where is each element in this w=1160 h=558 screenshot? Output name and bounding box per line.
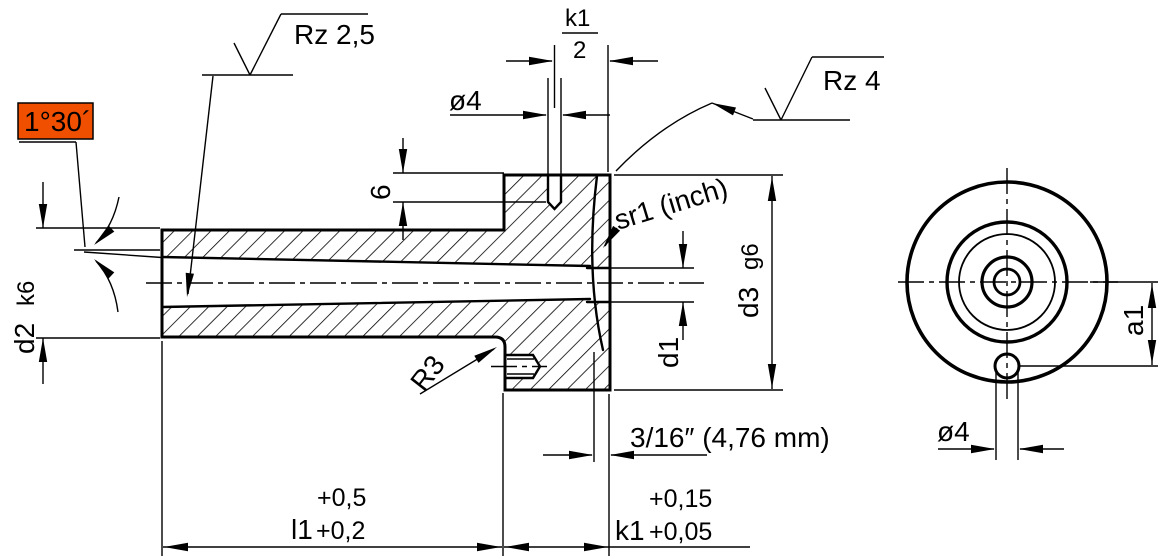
drive-hole-dia-dimension: ø4 xyxy=(937,372,1064,460)
angle-arc-upper xyxy=(95,196,120,244)
top-hole-dia-label: ø4 xyxy=(449,85,482,116)
k1-label: k1 xyxy=(615,515,645,546)
end-view: a1 ø4 xyxy=(898,168,1158,460)
k1half-denominator: 2 xyxy=(573,37,586,64)
sphere-depth-label: 3/16″ (4,76 mm) xyxy=(630,422,830,453)
k1half-arrow-left xyxy=(529,56,553,66)
flange-dia-dimension: d3 g6 xyxy=(614,174,783,391)
angle-leader-line xyxy=(75,141,86,248)
rz25-check-left xyxy=(233,42,251,76)
angle-arrow-lower xyxy=(94,259,115,279)
k1half-arrow-right xyxy=(609,56,633,66)
taper-angle-annotation: 1°30´ xyxy=(17,102,163,313)
top-hole-dia-dimension: ø4 xyxy=(449,78,610,176)
fillet-annotation: R3 xyxy=(404,347,497,397)
l1-tol-upper: +0,5 xyxy=(317,484,366,512)
sr1-label: sr1 (inch) xyxy=(611,172,732,236)
r3-label: R3 xyxy=(404,349,450,396)
angle-label: 1°30´ xyxy=(24,106,91,137)
flange-half-dimension: k1 2 xyxy=(506,5,658,172)
d3-arrow-bottom xyxy=(767,364,777,388)
k1half-numerator: k1 xyxy=(565,5,590,32)
hole-offset-dimension: a1 xyxy=(1019,281,1158,367)
l1-arrow-left xyxy=(164,542,188,552)
o4-label: ø4 xyxy=(937,416,970,447)
rz25-leader xyxy=(187,75,214,295)
o4-arrow-right xyxy=(1019,444,1043,454)
d3-fit-label: g6 xyxy=(737,243,764,270)
a1-arrow-top xyxy=(1147,284,1157,308)
taper-bore-cutout xyxy=(162,257,590,307)
k1-tol-lower: +0,05 xyxy=(649,518,712,546)
sphere-depth-arrow-right xyxy=(610,450,634,460)
top-hole-cutout xyxy=(548,176,561,209)
bore-exit-dia-dimension: d1 xyxy=(653,231,688,368)
bore-exit-cutout xyxy=(588,268,609,302)
d1-label: d1 xyxy=(653,337,684,368)
sphere-depth-arrow-left xyxy=(569,450,593,460)
a1-arrow-bottom xyxy=(1147,340,1157,364)
r3-arrow xyxy=(474,347,497,363)
side-section-view: 1°30´ Rz 2,5 xyxy=(9,5,884,556)
top-hole-depth-dimension: 6 xyxy=(365,138,546,240)
rz4-check-left xyxy=(764,87,782,121)
rz4-leader-arrow xyxy=(712,103,736,116)
rz25-label: Rz 2,5 xyxy=(294,19,375,50)
rz25-check-right xyxy=(249,13,282,76)
length-dimension: +0,5 l1 +0,2 xyxy=(161,341,504,556)
o4-arrow-left xyxy=(971,444,995,454)
shank-dia-dimension: d2 k6 xyxy=(9,182,160,384)
d3-label: d3 xyxy=(733,287,764,318)
sphere-seat-arc xyxy=(591,174,605,352)
k1-arrow-left xyxy=(505,542,529,552)
sphere-depth-dimension: 3/16″ (4,76 mm) xyxy=(543,352,830,556)
l1-arrow-right xyxy=(477,542,501,552)
sr1-arrow xyxy=(603,225,621,248)
bore-taper-bottom-edge xyxy=(160,297,592,309)
d3-arrow-top xyxy=(767,177,777,201)
d2-fit-label: k6 xyxy=(13,281,40,306)
rz4-check-right xyxy=(780,56,813,121)
depth6-arrow-top xyxy=(398,149,408,173)
rz4-leader-curve xyxy=(615,102,713,172)
d2-label: d2 xyxy=(9,323,40,354)
rz25-leader-arrow xyxy=(185,272,194,297)
l1-label: l1 xyxy=(291,514,313,545)
depth6-label: 6 xyxy=(365,184,396,200)
bore-taper-top-edge xyxy=(160,255,592,268)
l1-tol-lower: +0,2 xyxy=(316,517,365,545)
d2-arrow-top xyxy=(38,204,48,228)
roughness-symbol-face: Rz 4 xyxy=(615,56,884,172)
sphere-radius-annotation: sr1 (inch) xyxy=(603,172,731,248)
k1-arrow-right xyxy=(584,542,608,552)
roughness-symbol-bore: Rz 2,5 xyxy=(185,13,375,297)
top-hole-arrow-left xyxy=(523,110,547,120)
angle-taper-extension-line xyxy=(83,251,163,259)
angle-arrow-upper xyxy=(94,225,115,245)
top-hole-arrow-right xyxy=(562,110,586,120)
d1-arrow-bottom xyxy=(678,302,688,326)
d2-arrow-bottom xyxy=(38,338,48,362)
part-outline xyxy=(160,173,612,392)
a1-label: a1 xyxy=(1118,305,1149,336)
k1-tol-upper: +0,15 xyxy=(649,485,712,513)
angle-highlight-box xyxy=(17,102,94,140)
rz4-label: Rz 4 xyxy=(823,65,881,96)
depth6-arrow-bottom xyxy=(398,202,408,226)
top-hole-outline xyxy=(546,174,563,211)
d1-arrow-top xyxy=(678,244,688,268)
flange-width-dimension: +0,15 k1 +0,05 xyxy=(504,485,750,552)
